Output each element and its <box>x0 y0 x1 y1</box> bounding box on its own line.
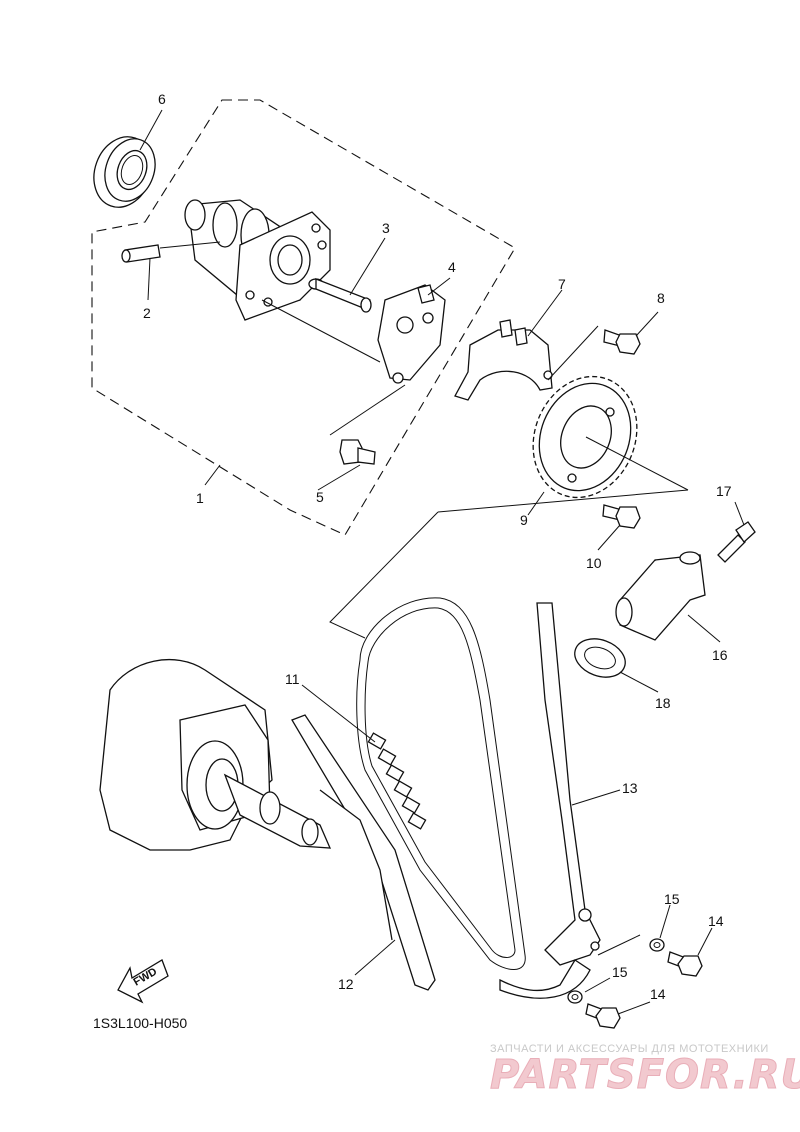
camshaft <box>184 199 331 321</box>
crankshaft <box>99 658 332 851</box>
bolt-14b <box>585 1003 621 1029</box>
callout-8: 8 <box>657 290 665 306</box>
sprocket-plate <box>454 319 553 401</box>
callout-16: 16 <box>712 647 728 663</box>
callout-17: 17 <box>716 483 732 499</box>
callout-14a: 14 <box>708 913 724 929</box>
callout-14b: 14 <box>650 986 666 1002</box>
decompressor-plate <box>377 284 446 384</box>
watermark-tagline: ЗАПЧАСТИ И АКСЕССУАРЫ ДЛЯ МОТОТЕХНИКИ <box>490 1043 769 1055</box>
callout-5: 5 <box>316 489 324 505</box>
watermark-logo: PARTSFOR.RU <box>490 1052 800 1098</box>
callout-18: 18 <box>655 695 671 711</box>
callout-13: 13 <box>622 780 638 796</box>
bolt-8 <box>603 329 641 355</box>
callout-3: 3 <box>382 220 390 236</box>
fwd-arrow-icon: FWD <box>117 959 169 1004</box>
sprocket-group-frame <box>329 489 689 639</box>
bearing <box>93 136 156 208</box>
callout-7: 7 <box>558 276 566 292</box>
callout-9: 9 <box>520 512 528 528</box>
callout-11: 11 <box>285 671 300 687</box>
chain-tensioner <box>615 551 706 641</box>
callout-1: 1 <box>196 490 204 506</box>
camshaft-assembly-frame <box>91 99 516 536</box>
tensioner-gasket <box>574 638 626 678</box>
cam-sprocket <box>532 375 638 499</box>
callout-15b: 15 <box>612 964 628 980</box>
washer-15a <box>649 938 665 952</box>
callout-2: 2 <box>143 305 151 321</box>
washer-15b <box>567 990 583 1004</box>
timing-chain <box>356 597 526 970</box>
tensioner-bolt <box>717 521 756 563</box>
leader-lines <box>139 109 745 1015</box>
callout-15a: 15 <box>664 891 680 907</box>
decompression-shaft <box>308 278 372 313</box>
bolt-5 <box>339 439 376 465</box>
bolt-10 <box>602 504 641 529</box>
guide-rollers <box>367 732 427 830</box>
callout-10: 10 <box>586 555 602 571</box>
diagram-code: 1S3L100-H050 <box>93 1015 187 1031</box>
chain-guide <box>291 714 436 991</box>
callout-12: 12 <box>338 976 354 992</box>
callout-4: 4 <box>448 259 456 275</box>
bolt-14a <box>667 951 703 977</box>
dowel-pin <box>121 244 161 263</box>
callout-6: 6 <box>158 91 166 107</box>
tensioner-guide <box>499 602 601 999</box>
